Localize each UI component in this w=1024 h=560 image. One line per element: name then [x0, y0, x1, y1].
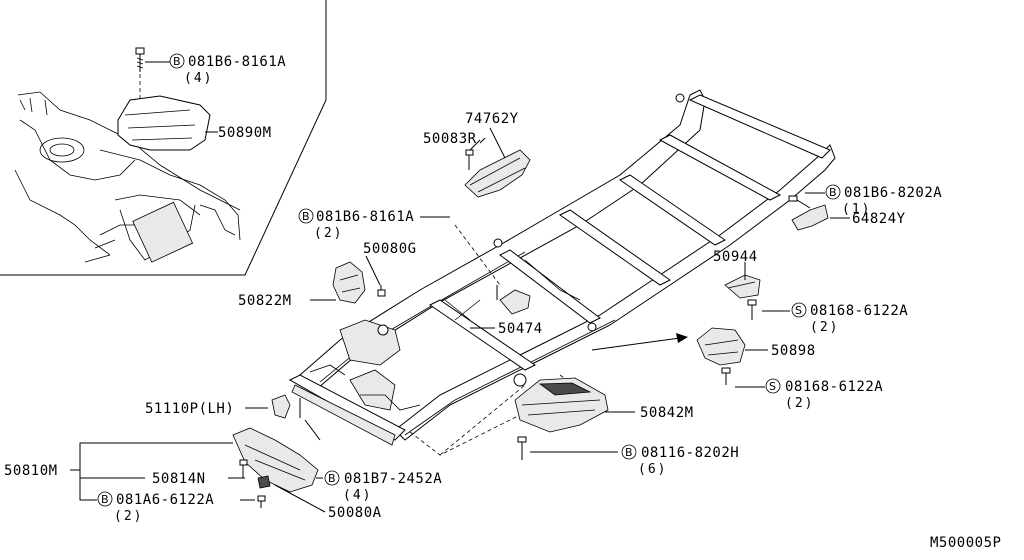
callout-c7: B 081B7-2452A (4)	[324, 470, 442, 503]
svg-text:(2): (2)	[810, 320, 839, 335]
label-50898: 50898	[771, 343, 816, 359]
callout-c1: B 081B6-8161A (4)	[169, 53, 286, 86]
label-50944: 50944	[713, 249, 758, 265]
svg-text:(4): (4)	[184, 71, 213, 86]
svg-text:081A6-6122A: 081A6-6122A	[116, 492, 214, 508]
part-50822M	[332, 255, 386, 304]
label-50083R: 50083R	[423, 131, 477, 147]
part-50810M	[232, 427, 319, 508]
label-50080A: 50080A	[328, 505, 382, 521]
diagram-code: M500005P	[930, 535, 1001, 551]
leader-lines	[70, 61, 850, 513]
callout-c8: B 081A6-6122A (2)	[97, 491, 214, 524]
label-50474: 50474	[498, 321, 543, 337]
label-50810M: 50810M	[4, 463, 58, 479]
label-50814N: 50814N	[152, 471, 206, 487]
part-51110P	[271, 394, 321, 441]
svg-text:08168-6122A: 08168-6122A	[810, 303, 908, 319]
svg-text:(2): (2)	[314, 226, 343, 241]
svg-text:(2): (2)	[785, 396, 814, 411]
callout-c4: S 08168-6122A (2)	[791, 302, 908, 335]
svg-text:B: B	[625, 446, 633, 459]
part-50474	[454, 224, 531, 315]
svg-text:B: B	[173, 55, 181, 68]
svg-text:08116-8202H: 08116-8202H	[641, 445, 739, 461]
svg-text:(6): (6)	[638, 462, 667, 477]
part-50898	[696, 327, 746, 385]
part-50944	[724, 274, 761, 320]
label-64824Y: 64824Y	[852, 211, 906, 227]
part-50842M	[514, 377, 609, 460]
part-64824Y	[788, 195, 829, 231]
part-74762Y	[464, 127, 531, 198]
label-50080G: 50080G	[363, 241, 417, 257]
svg-text:(4): (4)	[343, 488, 372, 503]
label-50890M: 50890M	[218, 125, 272, 141]
svg-text:081B6-8161A: 081B6-8161A	[316, 209, 414, 225]
label-74762Y: 74762Y	[465, 111, 519, 127]
label-50842M: 50842M	[640, 405, 694, 421]
svg-text:B: B	[302, 210, 310, 223]
label-50822M: 50822M	[238, 293, 292, 309]
callout-c5: S 08168-6122A (2)	[765, 378, 883, 411]
frame-chassis	[288, 89, 836, 456]
svg-text:(1): (1)	[842, 202, 871, 217]
svg-text:081B7-2452A: 081B7-2452A	[344, 471, 442, 487]
callout-c3: B 081B6-8202A (1)	[825, 184, 942, 217]
svg-text:B: B	[328, 472, 336, 485]
callout-c2: B 081B6-8161A (2)	[298, 208, 414, 241]
callout-c6: B 08116-8202H (6)	[621, 444, 739, 477]
svg-text:S: S	[795, 304, 802, 317]
detail-arrow	[591, 333, 688, 351]
svg-text:081B6-8202A: 081B6-8202A	[844, 185, 942, 201]
svg-text:S: S	[769, 380, 776, 393]
svg-text:08168-6122A: 08168-6122A	[785, 379, 883, 395]
inset-view	[0, 0, 327, 276]
svg-text:B: B	[101, 493, 109, 506]
label-51110P: 51110P(LH)	[145, 401, 234, 417]
svg-text:(2): (2)	[114, 509, 143, 524]
svg-text:B: B	[829, 186, 837, 199]
svg-text:081B6-8161A: 081B6-8161A	[188, 54, 286, 70]
